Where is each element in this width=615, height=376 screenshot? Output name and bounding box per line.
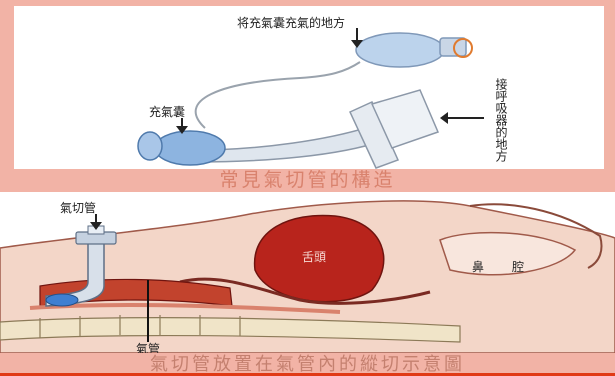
label-nose-2: 腔 <box>512 258 524 275</box>
trach-tube-cuff <box>46 294 78 306</box>
pilot-balloon <box>356 33 444 67</box>
arrow-connector-head <box>440 112 448 124</box>
label-inflation-site: 将充氣囊充氣的地方 <box>237 14 345 31</box>
label-trach-tube: 氣切管 <box>60 199 96 216</box>
cuff-balloon <box>155 131 225 165</box>
label-nose-1: 鼻 <box>472 258 484 275</box>
label-connector: 接呼吸器的地方 <box>494 78 508 162</box>
label-tongue: 舌頭 <box>302 248 326 265</box>
label-cuff: 充氣囊 <box>149 103 185 120</box>
cuff-tip <box>138 132 162 160</box>
pilot-valve <box>440 38 466 56</box>
caption-structure: 常見氣切管的構造 <box>0 168 615 192</box>
pilot-line <box>196 62 360 128</box>
